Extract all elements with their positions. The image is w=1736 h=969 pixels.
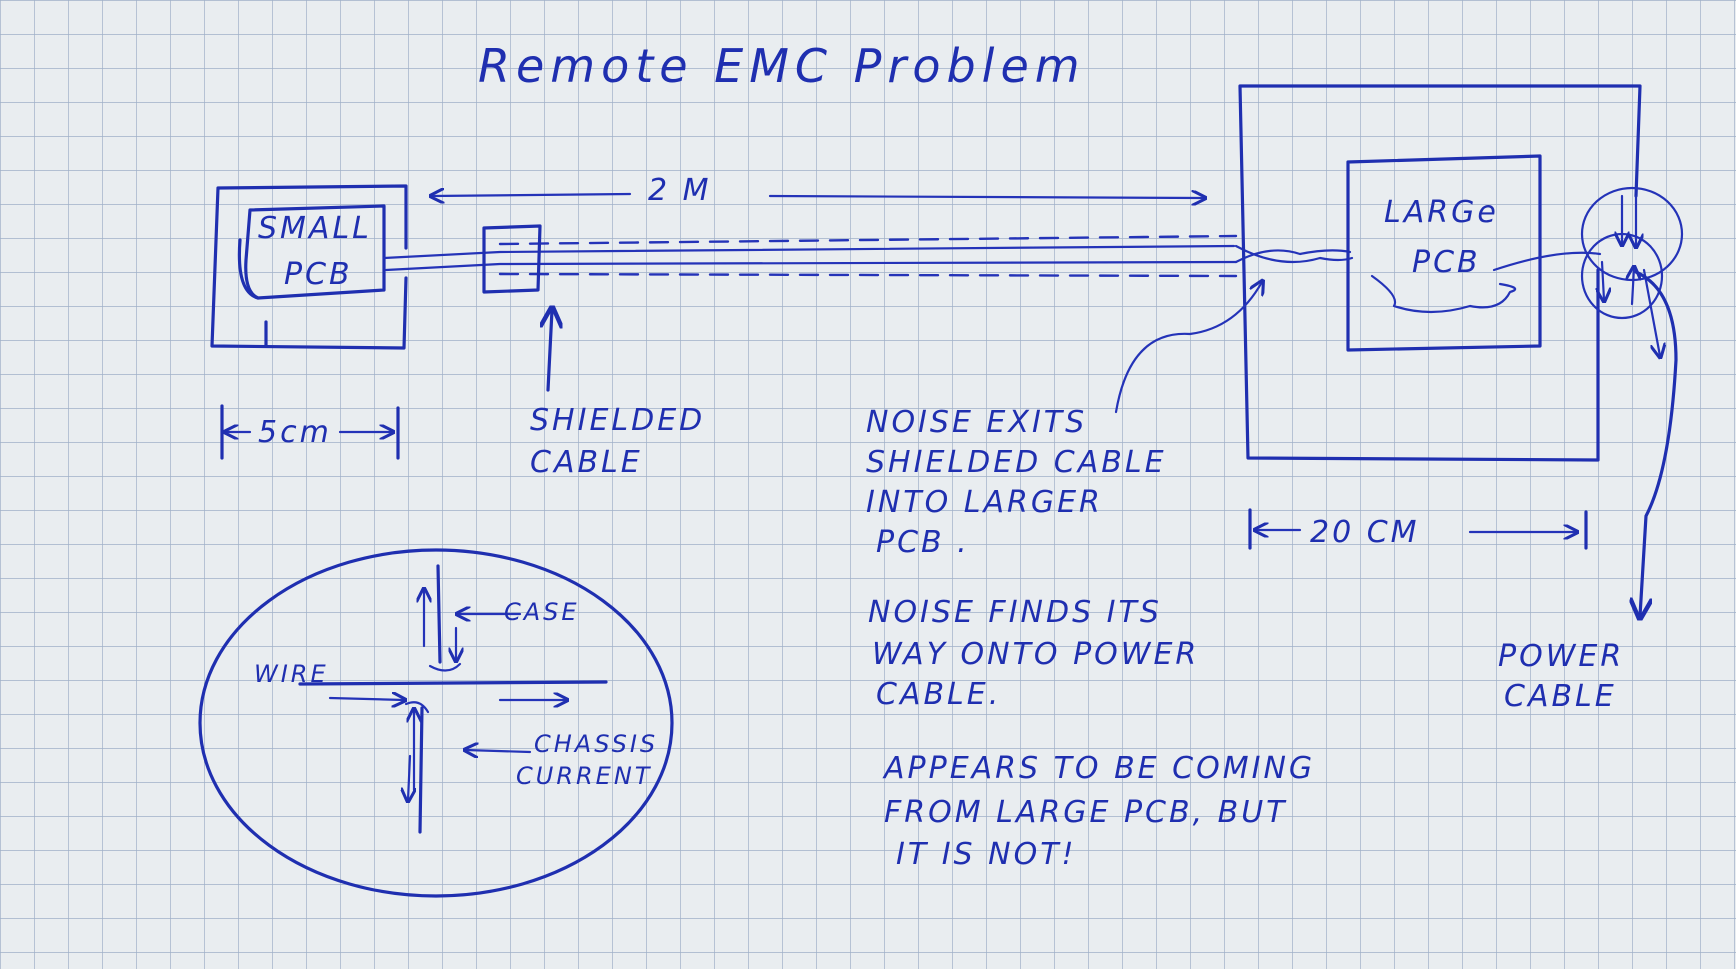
- appears-note: APPEARS TO BE COMING FROM LARGE PCB, BUT…: [882, 751, 1315, 872]
- noise-exits-line-4: PCB .: [876, 525, 970, 560]
- shielded-label-1: SHIELDED: [530, 403, 705, 438]
- noise-exits-note: NOISE EXITS SHIELDED CABLE INTO LARGER P…: [866, 282, 1262, 560]
- inset-case-label: CASE: [504, 598, 580, 626]
- small-enclosure: SMALL PCB: [210, 184, 408, 350]
- noise-finds-line-2: WAY ONTO POWER: [872, 637, 1199, 672]
- noise-exits-line-3: INTO LARGER: [866, 485, 1103, 520]
- power-entry: POWER CABLE: [1498, 186, 1684, 714]
- inset-chassis-label-2: CURRENT: [516, 762, 652, 790]
- distance-label: 2 M: [648, 173, 712, 208]
- small-dimension-label: 5cm: [258, 415, 332, 450]
- noise-exits-line-1: NOISE EXITS: [866, 405, 1087, 440]
- large-dimension-label: 20 CM: [1310, 515, 1420, 550]
- power-cable-label-2: CABLE: [1504, 679, 1617, 714]
- shielded-cable-callout: SHIELDED CABLE: [530, 310, 705, 480]
- power-cable-label-1: POWER: [1498, 639, 1624, 674]
- shielded-label-2: CABLE: [530, 445, 643, 480]
- inset-wire-label: WIRE: [254, 660, 329, 688]
- large-dimension: 20 CM: [1248, 508, 1588, 550]
- shielded-cable: [382, 224, 1354, 294]
- inset-chassis-label-1: CHASSIS: [534, 730, 658, 758]
- noise-finds-note: NOISE FINDS ITS WAY ONTO POWER CABLE.: [868, 595, 1199, 712]
- distance-arrow: 2 M: [432, 173, 1204, 208]
- noise-finds-line-3: CABLE.: [876, 677, 1001, 712]
- appears-line-3: IT IS NOT!: [896, 837, 1077, 872]
- small-dimension: 5cm: [220, 404, 400, 460]
- diagram-title: Remote EMC Problem: [478, 39, 1086, 93]
- noise-finds-line-1: NOISE FINDS ITS: [868, 595, 1162, 630]
- small-pcb-label-2: PCB: [284, 257, 353, 292]
- appears-line-1: APPEARS TO BE COMING: [882, 751, 1315, 786]
- noise-exits-line-2: SHIELDED CABLE: [866, 445, 1167, 480]
- large-pcb-label-2: PCB: [1412, 245, 1481, 280]
- large-enclosure: LARGe PCB: [1238, 84, 1642, 462]
- small-pcb-label-1: SMALL: [258, 211, 372, 246]
- inset-detail: WIRE CASE CHASSIS CURRENT: [198, 548, 674, 898]
- large-pcb-label-1: LARGe: [1384, 195, 1499, 230]
- appears-line-2: FROM LARGE PCB, BUT: [884, 795, 1288, 830]
